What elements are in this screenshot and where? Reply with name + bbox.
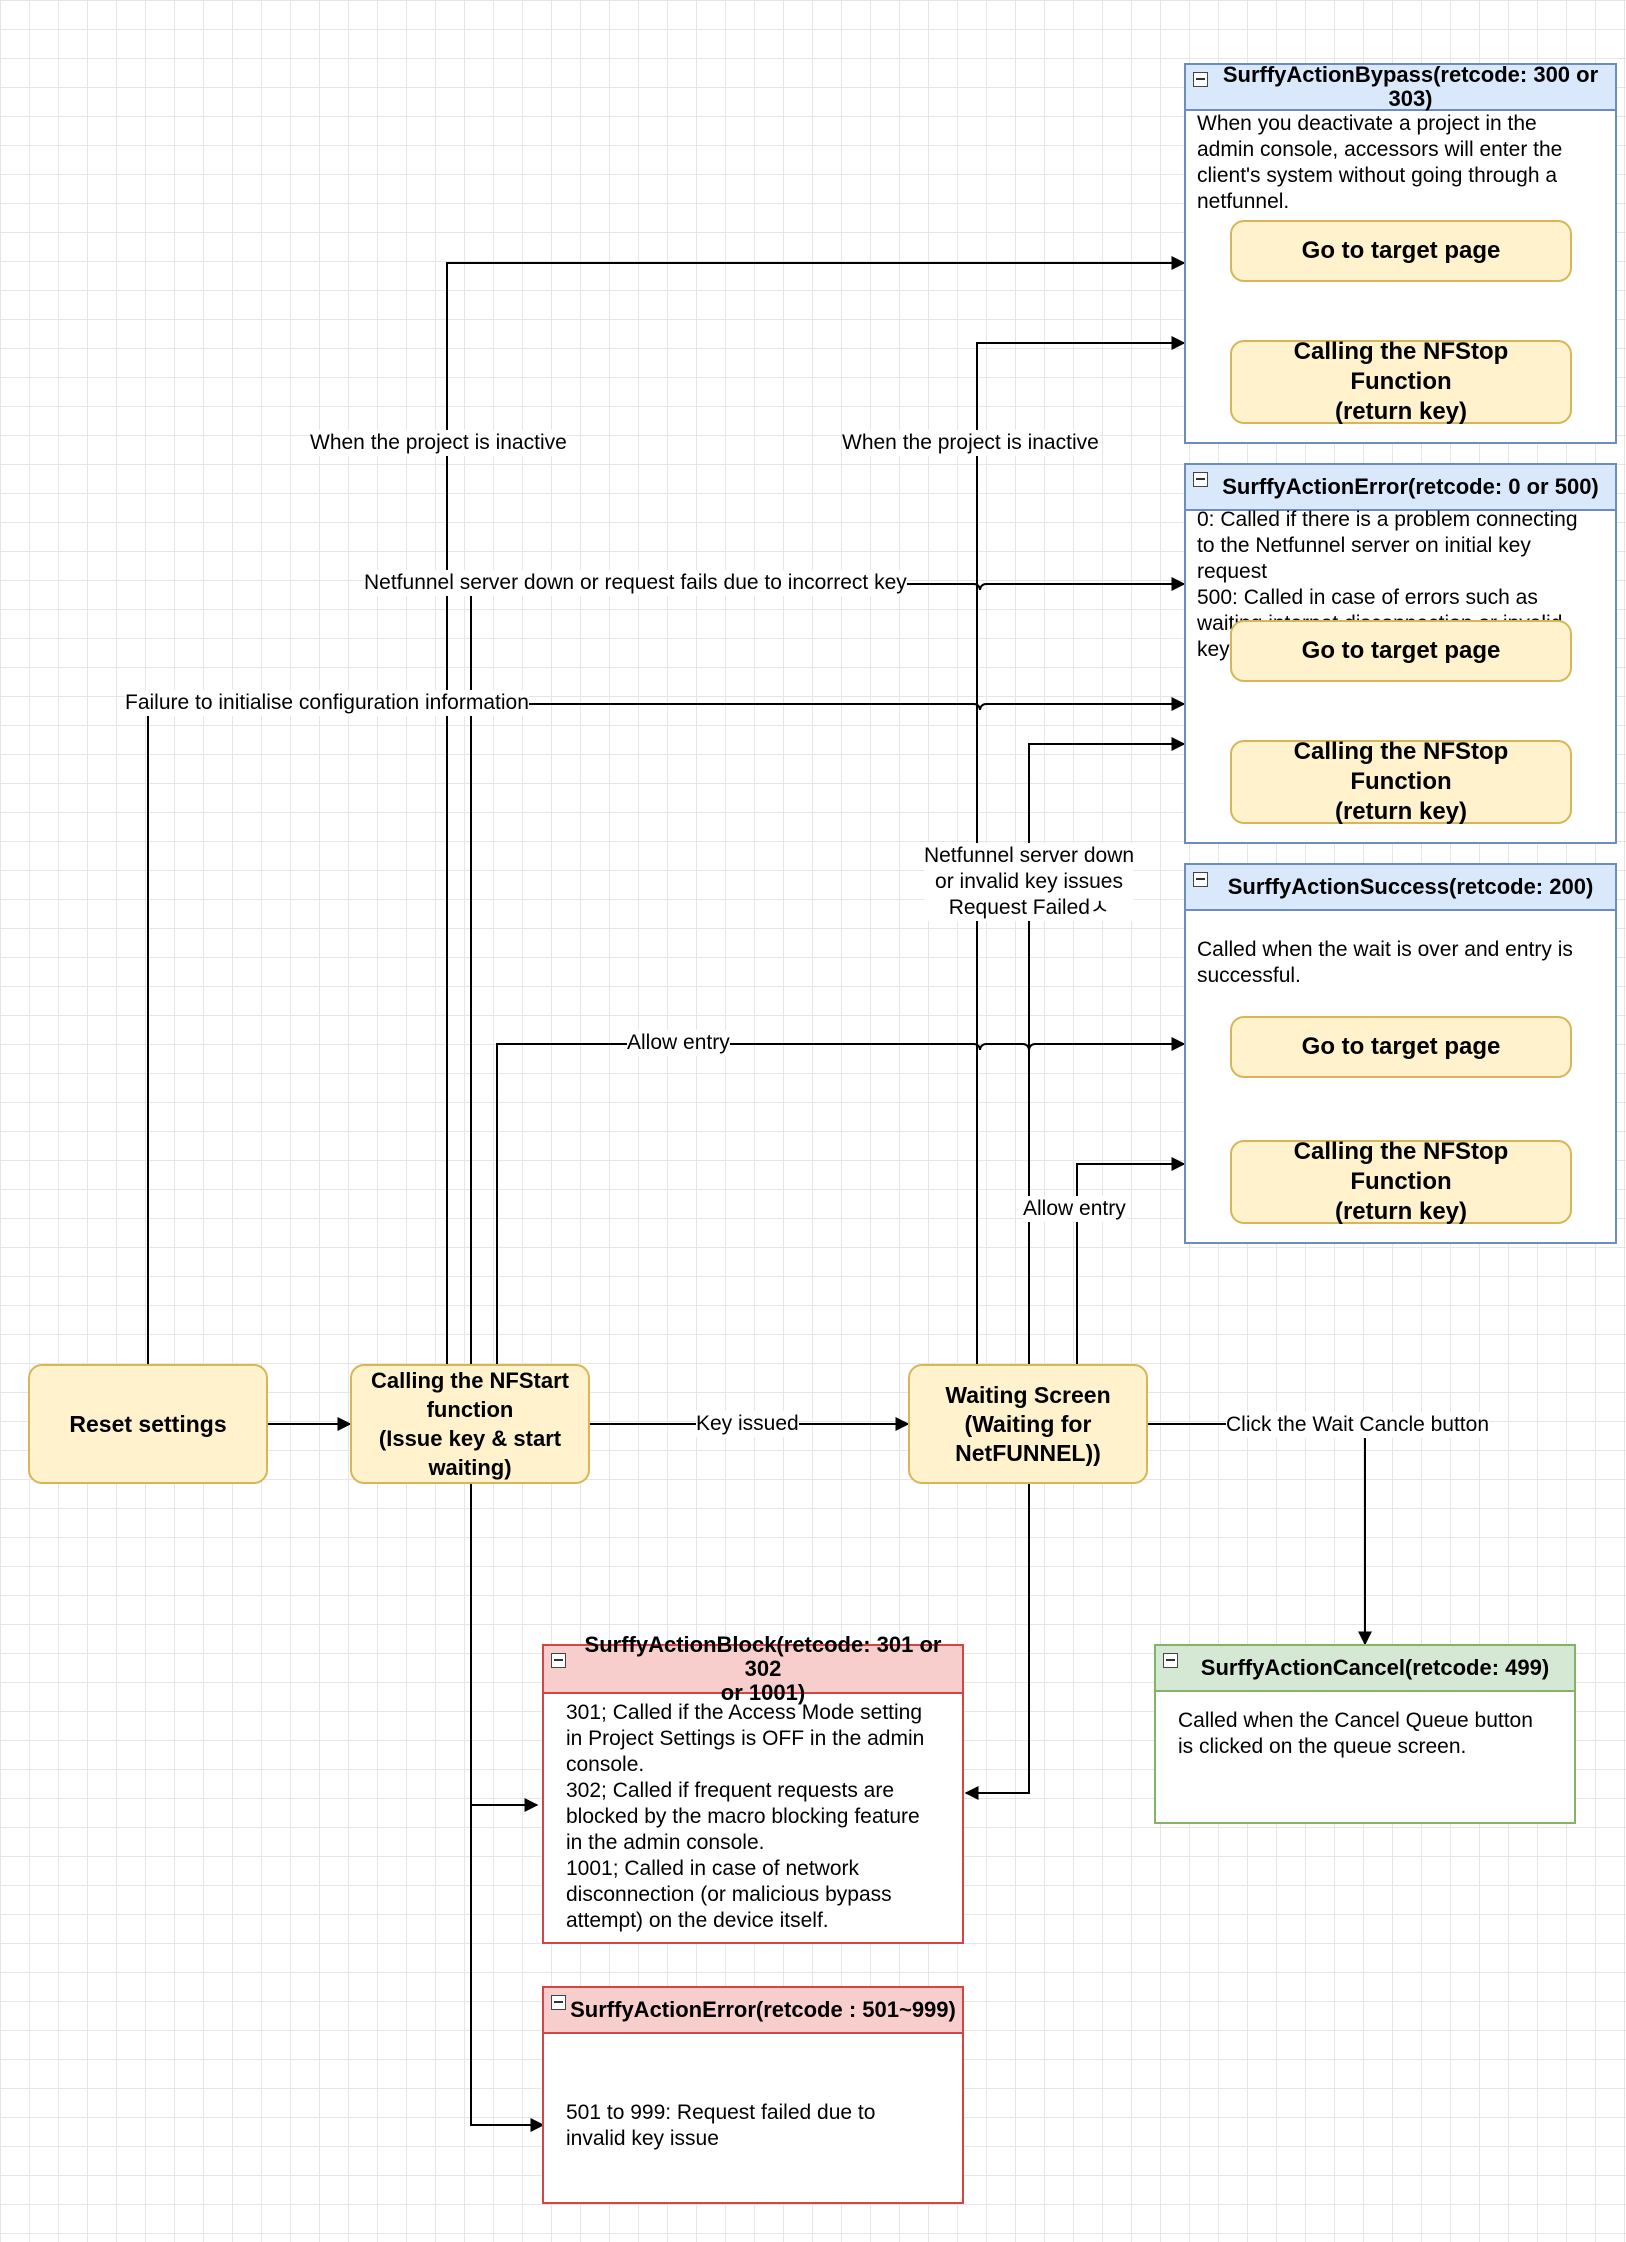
label-allow-entry-start: Allow entry (627, 1030, 730, 1056)
collapse-icon[interactable] (1193, 72, 1208, 87)
bypass-nfstop-function[interactable]: Calling the NFStop Function (return key) (1230, 338, 1572, 425)
edge-nfstart-to-block (470, 1484, 539, 1812)
container-block-description: 301; Called if the Access Mode setting i… (566, 1701, 925, 1932)
container-error-501-999-description: 501 to 999: Request failed due to invali… (566, 2101, 876, 2150)
label-allow-entry-wait: Allow entry (1023, 1196, 1126, 1222)
container-error-0-500-header: SurffyActionError(retcode: 0 or 500) (1186, 465, 1615, 511)
edge-waiting-server-down (1028, 737, 1186, 1364)
container-bypass-title: SurffyActionBypass(retcode: 300 or 303) (1222, 62, 1599, 111)
container-block-header: SurffyActionBlock(retcode: 301 or 302 or… (544, 1633, 962, 1705)
container-error-0-500-title: SurffyActionError(retcode: 0 or 500) (1222, 474, 1599, 499)
container-cancel-header: SurffyActionCancel(retcode: 499) (1156, 1646, 1574, 1692)
success-go-to-target-page[interactable]: Go to target page (1230, 1016, 1572, 1078)
collapse-icon[interactable] (1193, 472, 1208, 487)
container-block-title: SurffyActionBlock(retcode: 301 or 302 or… (584, 1632, 942, 1705)
edge-config-failure (147, 697, 1186, 1364)
container-error-501-999-title: SurffyActionError(retcode : 501~999) (570, 1997, 956, 2022)
container-cancel-description: Called when the Cancel Queue button is c… (1178, 1709, 1533, 1758)
label-inactive-right: When the project is inactive (842, 430, 1099, 456)
edge-waiting-to-block (964, 1484, 1030, 1800)
node-reset-settings[interactable]: Reset settings (28, 1364, 268, 1484)
label-server-down-wait: Netfunnel server down or invalid key iss… (923, 843, 1135, 921)
edge-nfstart-inactive (446, 256, 1186, 1364)
edge-nfstart-to-error-501 (470, 1805, 545, 2132)
container-cancel[interactable]: SurffyActionCancel(retcode: 499) Called … (1154, 1644, 1576, 1824)
container-cancel-title: SurffyActionCancel(retcode: 499) (1200, 1655, 1550, 1680)
success-nfstop-function[interactable]: Calling the NFStop Function (return key) (1230, 1138, 1572, 1225)
label-wait-cancel: Click the Wait Cancle button (1226, 1412, 1490, 1438)
node-nfstart-function[interactable]: Calling the NFStart function (Issue key … (350, 1364, 590, 1484)
collapse-icon[interactable] (1193, 872, 1208, 887)
label-inactive-left: When the project is inactive (310, 430, 567, 456)
collapse-icon[interactable] (1163, 1653, 1178, 1668)
container-bypass-description: When you deactivate a project in the adm… (1197, 112, 1563, 213)
edge-waiting-inactive (976, 336, 1186, 1364)
container-block[interactable]: SurffyActionBlock(retcode: 301 or 302 or… (542, 1633, 964, 1944)
label-key-issued: Key issued (696, 1411, 799, 1437)
container-success-description: Called when the wait is over and entry i… (1197, 938, 1573, 987)
container-success-title: SurffyActionSuccess(retcode: 200) (1227, 874, 1594, 899)
error500-nfstop-function[interactable]: Calling the NFStop Function (return key) (1230, 738, 1572, 825)
label-config-failure: Failure to initialise configuration info… (125, 690, 529, 716)
collapse-icon[interactable] (551, 1653, 566, 1668)
edge-wait-cancel (1148, 1423, 1372, 1646)
edge-waiting-allow-entry (1076, 1157, 1186, 1364)
container-error-501-999[interactable]: SurffyActionError(retcode : 501~999) 501… (542, 1986, 964, 2204)
edge-nfstart-server-down (470, 577, 1186, 1364)
container-success-header: SurffyActionSuccess(retcode: 200) (1186, 865, 1615, 911)
container-error-501-999-header: SurffyActionError(retcode : 501~999) (544, 1988, 962, 2034)
error500-go-to-target-page[interactable]: Go to target page (1230, 620, 1572, 682)
node-waiting-screen[interactable]: Waiting Screen (Waiting for NetFUNNEL)) (908, 1364, 1148, 1484)
container-bypass-header: SurffyActionBypass(retcode: 300 or 303) (1186, 62, 1615, 111)
label-server-down-key: Netfunnel server down or request fails d… (364, 570, 907, 596)
collapse-icon[interactable] (551, 1995, 566, 2010)
bypass-go-to-target-page[interactable]: Go to target page (1230, 220, 1572, 282)
